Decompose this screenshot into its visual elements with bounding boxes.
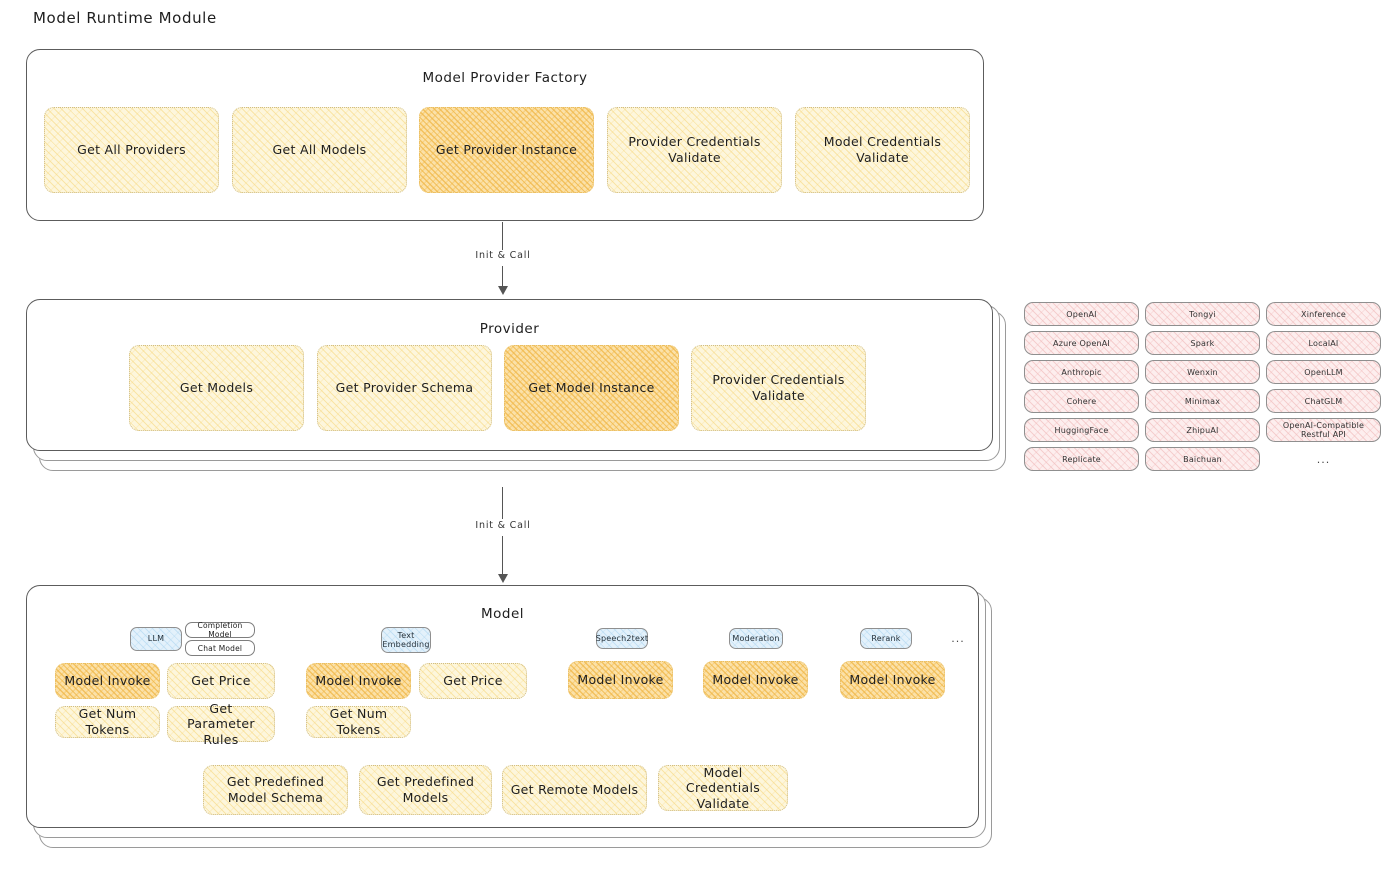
provider-pill-baichuan[interactable]: Baichuan (1145, 447, 1260, 471)
model-type-pill-llm[interactable]: LLM (130, 627, 182, 651)
model-op-get-predefined-models[interactable]: Get Predefined Models (359, 765, 492, 815)
provider-pill-azure-openai[interactable]: Azure OpenAI (1024, 331, 1139, 355)
provider-implementations-list: OpenAI Azure OpenAI Anthropic Cohere Hug… (1024, 300, 1381, 472)
model-type-pill-rerank[interactable]: Rerank (860, 628, 912, 649)
provider-pill-huggingface[interactable]: HuggingFace (1024, 418, 1139, 442)
provider-box-get-provider-schema[interactable]: Get Provider Schema (317, 345, 492, 431)
rerank-op-model-invoke[interactable]: Model Invoke (840, 661, 945, 699)
speech2text-op-model-invoke[interactable]: Model Invoke (568, 661, 673, 699)
provider-pill-spark[interactable]: Spark (1145, 331, 1260, 355)
provider-pill-openai-compatible-restful-api[interactable]: OpenAI-Compatible Restful API (1266, 418, 1381, 442)
provider-pill-openllm[interactable]: OpenLLM (1266, 360, 1381, 384)
provider-title: Provider (479, 321, 540, 337)
provider-pill-chatglm[interactable]: ChatGLM (1266, 389, 1381, 413)
text-embedding-op-get-num-tokens[interactable]: Get Num Tokens (306, 706, 411, 738)
llm-op-get-num-tokens[interactable]: Get Num Tokens (55, 706, 160, 738)
model-subtype-pill-completion-model[interactable]: Completion Model (185, 621, 255, 639)
factory-box-provider-credentials-validate[interactable]: Provider Credentials Validate (607, 107, 782, 193)
provider-pill-tongyi[interactable]: Tongyi (1145, 302, 1260, 326)
provider-pill-cohere[interactable]: Cohere (1024, 389, 1139, 413)
llm-op-get-parameter-rules[interactable]: Get Parameter Rules (167, 701, 275, 747)
model-type-pill-speech2text[interactable]: Speech2text (596, 628, 648, 649)
factory-box-get-all-models[interactable]: Get All Models (232, 107, 407, 193)
provider-pill-minimax[interactable]: Minimax (1145, 389, 1260, 413)
provider-pill-localai[interactable]: LocalAI (1266, 331, 1381, 355)
text-embedding-op-get-price[interactable]: Get Price (419, 663, 527, 699)
arrow-factory-to-provider: Init & Call (470, 222, 536, 296)
page-title: Model Runtime Module (33, 9, 217, 27)
provider-pill-xinference[interactable]: Xinference (1266, 302, 1381, 326)
factory-box-get-all-providers[interactable]: Get All Providers (44, 107, 219, 193)
model-subtype-pill-chat-model[interactable]: Chat Model (185, 640, 255, 656)
provider-pill-replicate[interactable]: Replicate (1024, 447, 1139, 471)
factory-box-model-credentials-validate[interactable]: Model Credentials Validate (795, 107, 970, 193)
model-type-pill-moderation[interactable]: Moderation (729, 628, 783, 649)
llm-op-model-invoke[interactable]: Model Invoke (55, 663, 160, 699)
model-provider-factory-title: Model Provider Factory (422, 70, 588, 86)
provider-box-get-model-instance[interactable]: Get Model Instance (504, 345, 679, 431)
provider-list-ellipsis: ... (1316, 452, 1331, 466)
factory-box-get-provider-instance[interactable]: Get Provider Instance (419, 107, 594, 193)
model-op-get-remote-models[interactable]: Get Remote Models (502, 765, 647, 815)
model-types-ellipsis: ... (951, 631, 965, 645)
arrow-factory-to-provider-label: Init & Call (470, 250, 536, 261)
arrow-provider-to-model-label: Init & Call (470, 520, 536, 531)
provider-pill-anthropic[interactable]: Anthropic (1024, 360, 1139, 384)
provider-pill-zhipuai[interactable]: ZhipuAI (1145, 418, 1260, 442)
provider-pill-openai[interactable]: OpenAI (1024, 302, 1139, 326)
model-type-pill-text-embedding[interactable]: Text Embedding (381, 627, 431, 653)
text-embedding-op-model-invoke[interactable]: Model Invoke (306, 663, 411, 699)
llm-op-get-price[interactable]: Get Price (167, 663, 275, 699)
moderation-op-model-invoke[interactable]: Model Invoke (703, 661, 808, 699)
provider-box-provider-credentials-validate[interactable]: Provider Credentials Validate (691, 345, 866, 431)
arrow-provider-to-model: Init & Call (470, 487, 536, 585)
model-title: Model (480, 606, 525, 622)
provider-pill-wenxin[interactable]: Wenxin (1145, 360, 1260, 384)
provider-box-get-models[interactable]: Get Models (129, 345, 304, 431)
model-op-get-predefined-model-schema[interactable]: Get Predefined Model Schema (203, 765, 348, 815)
model-op-model-credentials-validate[interactable]: Model Credentials Validate (658, 765, 788, 811)
